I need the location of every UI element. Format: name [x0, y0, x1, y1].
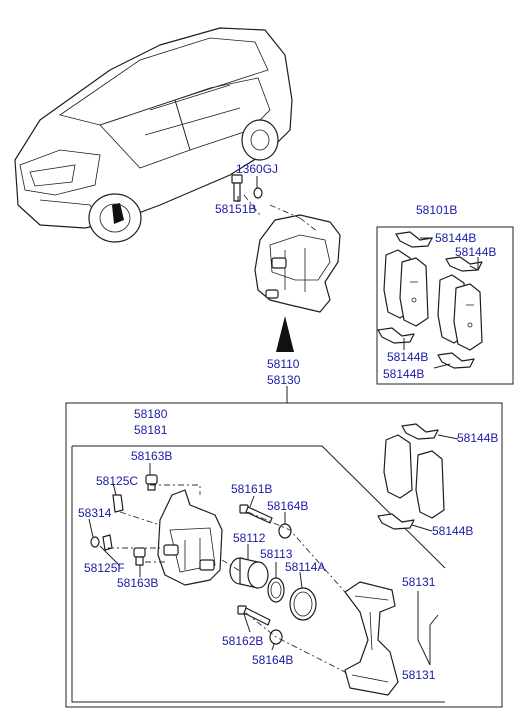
bolt-58163b-bottom [133, 547, 146, 566]
label-58144b-2[interactable]: 58144B [455, 245, 496, 259]
label-58163b-top[interactable]: 58163B [131, 449, 172, 463]
label-58125f[interactable]: 58125F [84, 561, 125, 575]
bolt-58163b-top [145, 474, 158, 491]
piston-seal-58113 [267, 577, 285, 603]
guide-bolt-58151b [231, 174, 243, 202]
label-58131-bottom[interactable]: 58131 [402, 668, 436, 682]
label-58125c[interactable]: 58125C [96, 474, 138, 488]
caliper-subgroup-outline [71, 446, 445, 703]
label-58163b-bottom[interactable]: 58163B [117, 576, 158, 590]
label-58151b[interactable]: 58151B [215, 202, 256, 216]
part-labels: 1360GJ 58151B 58101B 58144B 58144B 58144… [78, 162, 498, 682]
label-58161b[interactable]: 58161B [231, 482, 272, 496]
label-58112[interactable]: 58112 [233, 531, 266, 545]
caliper-assembly-box [65, 402, 503, 708]
label-58144b-3[interactable]: 58144B [387, 350, 428, 364]
label-58114a[interactable]: 58114A [285, 560, 325, 574]
label-58180[interactable]: 58180 [134, 407, 168, 421]
label-1360gj[interactable]: 1360GJ [236, 162, 278, 176]
caliper-assembly-top [254, 214, 341, 352]
label-58101b[interactable]: 58101B [416, 203, 457, 217]
label-58144b-1[interactable]: 58144B [435, 231, 476, 245]
pad-kit-box [376, 226, 514, 385]
carrier-bracket-58131 [344, 581, 399, 696]
label-58314[interactable]: 58314 [78, 506, 112, 520]
pad-kit-illustration [377, 231, 483, 369]
leader-lines [88, 176, 479, 666]
label-58181[interactable]: 58181 [134, 423, 168, 437]
label-58130[interactable]: 58130 [267, 373, 301, 387]
guide-pin-58161b [239, 504, 273, 524]
bleeder-screw-58125c [112, 494, 124, 513]
label-58162b[interactable]: 58162B [222, 634, 263, 648]
piston-58112 [229, 557, 269, 589]
label-58144b-6[interactable]: 58144B [432, 524, 473, 538]
brake-pads-lower [377, 423, 445, 530]
label-58131-top[interactable]: 58131 [402, 575, 436, 589]
label-58144b-4[interactable]: 58144B [383, 367, 424, 381]
label-58110[interactable]: 58110 [267, 357, 300, 371]
vehicle-illustration [14, 27, 293, 243]
caliper-body-lower [157, 489, 223, 586]
label-58113[interactable]: 58113 [260, 547, 293, 561]
label-58144b-5[interactable]: 58144B [457, 431, 498, 445]
bleeder-cap-58314 [90, 536, 100, 548]
dust-cap-1360gj [253, 187, 263, 199]
label-58164b-top[interactable]: 58164B [267, 499, 308, 513]
piston-boot-58114a [289, 587, 317, 621]
pin-boot-58164b-top [278, 523, 292, 539]
guide-pin-58162b [237, 605, 271, 626]
label-58164b-bottom[interactable]: 58164B [252, 653, 293, 667]
